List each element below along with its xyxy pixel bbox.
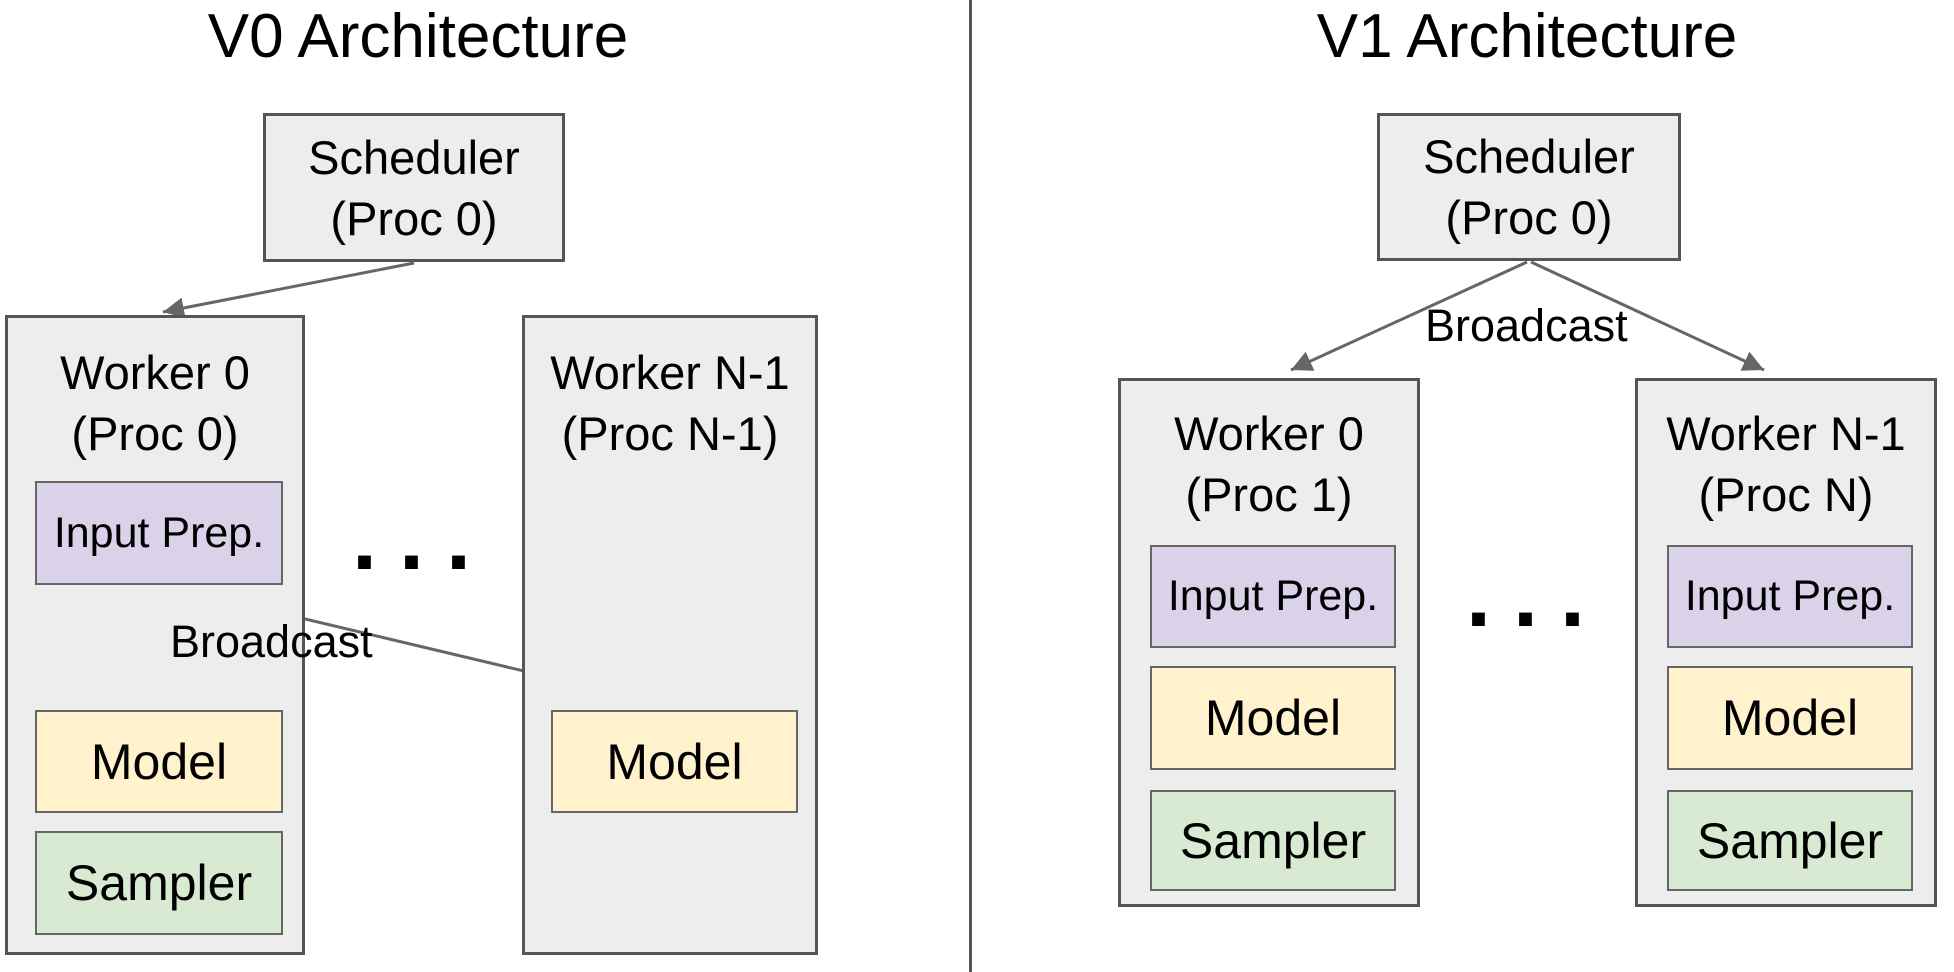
v0-worker0-title: Worker 0 (Proc 0) — [8, 342, 302, 464]
v1-workerN-title-line2: (Proc N) — [1698, 468, 1874, 521]
v1-worker0-title-line2: (Proc 1) — [1185, 468, 1353, 521]
v0-ellipsis-dots: ... — [352, 489, 494, 589]
v0-worker0-sampler-label: Sampler — [65, 855, 253, 911]
v1-workerN-input-prep-label: Input Prep. — [1684, 572, 1896, 620]
v1-panel-title: V1 Architecture — [1316, 2, 1738, 71]
v1-workerN-sampler-box: Sampler — [1667, 790, 1913, 891]
v0-workerN-box: Worker N-1 (Proc N-1) Model — [522, 315, 818, 955]
v1-worker0-model-box: Model — [1150, 666, 1396, 770]
v0-worker0-input-prep-box: Input Prep. — [35, 481, 283, 585]
v0-broadcast-label: Broadcast — [170, 616, 373, 667]
v0-worker0-box: Worker 0 (Proc 0) Input Prep. Model Samp… — [5, 315, 305, 955]
v0-worker0-title-line2: (Proc 0) — [71, 407, 239, 460]
panel-divider — [969, 0, 972, 972]
v0-workerN-title-line1: Worker N-1 — [550, 346, 790, 399]
v1-worker0-sampler-box: Sampler — [1150, 790, 1396, 891]
v0-worker0-title-line1: Worker 0 — [60, 346, 250, 399]
v1-ellipsis-dots: ... — [1466, 546, 1608, 646]
v1-worker0-input-prep-box: Input Prep. — [1150, 545, 1396, 648]
v1-scheduler-label-line2: (Proc 0) — [1445, 191, 1613, 244]
v1-workerN-box: Worker N-1 (Proc N) Input Prep. Model Sa… — [1635, 378, 1937, 907]
v1-workerN-model-box: Model — [1667, 666, 1913, 770]
v1-worker0-title-line1: Worker 0 — [1174, 407, 1364, 460]
v0-scheduler-label-line2: (Proc 0) — [330, 191, 498, 245]
v0-scheduler-box: Scheduler (Proc 0) — [263, 113, 565, 262]
v0-workerN-model-label: Model — [606, 733, 743, 790]
v1-scheduler-label-line1: Scheduler — [1423, 130, 1635, 183]
v0-scheduler-label-line1: Scheduler — [308, 130, 520, 184]
v1-workerN-model-label: Model — [1721, 690, 1859, 746]
v0-workerN-title-line2: (Proc N-1) — [561, 407, 779, 460]
v1-worker0-box: Worker 0 (Proc 1) Input Prep. Model Samp… — [1118, 378, 1420, 907]
v0-worker0-input-prep-label: Input Prep. — [53, 508, 265, 557]
v1-broadcast-label: Broadcast — [1425, 300, 1628, 351]
v1-worker0-sampler-label: Sampler — [1179, 812, 1367, 869]
v0-panel-title: V0 Architecture — [207, 2, 629, 71]
v0-worker0-sampler-box: Sampler — [35, 831, 283, 935]
v1-worker0-title: Worker 0 (Proc 1) — [1121, 403, 1417, 525]
v1-workerN-input-prep-box: Input Prep. — [1667, 545, 1913, 648]
v0-worker0-model-box: Model — [35, 710, 283, 813]
v0-workerN-title: Worker N-1 (Proc N-1) — [525, 342, 815, 464]
v1-workerN-title-line1: Worker N-1 — [1666, 407, 1906, 460]
v1-scheduler-box: Scheduler (Proc 0) — [1377, 113, 1681, 261]
v0-scheduler-to-worker0-arrow — [162, 261, 415, 319]
v0-worker0-model-label: Model — [90, 733, 228, 790]
v1-workerN-title: Worker N-1 (Proc N) — [1638, 403, 1934, 525]
v1-worker0-input-prep-label: Input Prep. — [1167, 572, 1379, 620]
v1-worker0-model-label: Model — [1204, 690, 1342, 746]
v1-workerN-sampler-label: Sampler — [1696, 812, 1884, 869]
v0-workerN-model-box: Model — [551, 710, 798, 813]
